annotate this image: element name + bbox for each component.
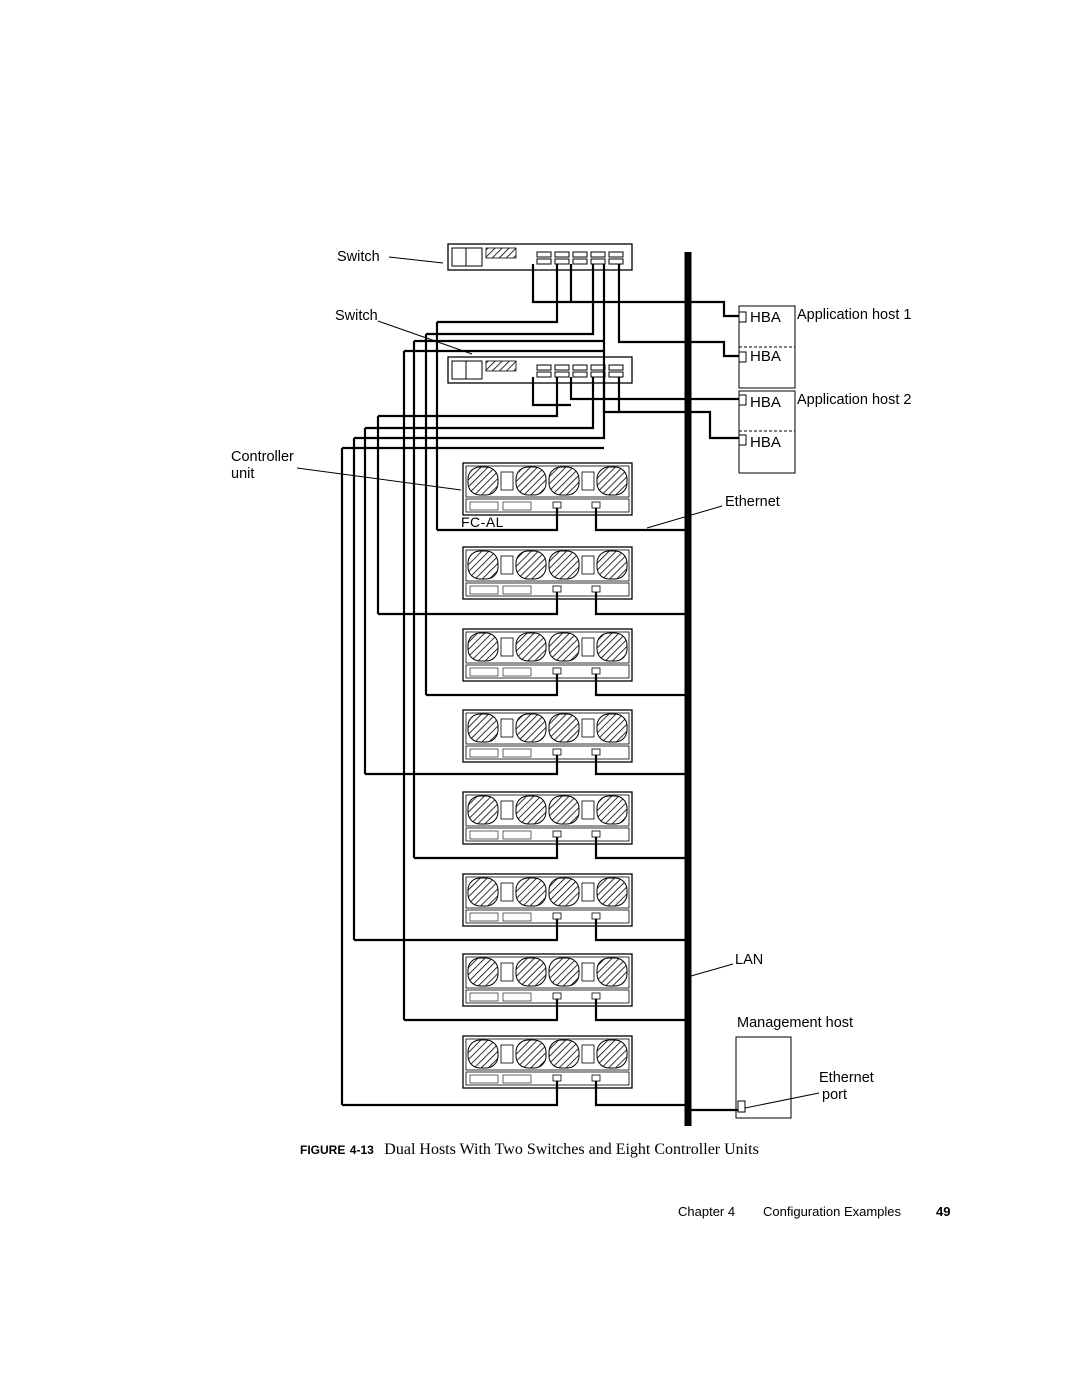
application-host-2-label: Application host 2 [797, 392, 911, 408]
controller-unit-6 [462, 873, 633, 927]
controller-unit-8 [462, 1035, 633, 1089]
hba-port-icon [738, 311, 747, 323]
controller-unit-1 [462, 462, 633, 516]
figure-caption: FIGURE 4-13 Dual Hosts With Two Switches… [300, 1141, 759, 1159]
hba-port-icon [738, 394, 747, 406]
fcal-label: FC-AL [461, 514, 504, 530]
controller-unit-2 [462, 546, 633, 600]
application-host-1 [738, 305, 796, 389]
controller-unit-7 [462, 953, 633, 1007]
controller-unit-3 [462, 628, 633, 682]
switch-2 [447, 356, 633, 384]
controller-unit-label: Controller [231, 449, 294, 465]
footer-section: Configuration Examples [763, 1204, 902, 1219]
application-host-1-label: Application host 1 [797, 307, 911, 323]
leader-lines [296, 256, 820, 1109]
hba-label: HBA [750, 394, 781, 411]
controller-unit-4 [462, 709, 633, 763]
application-host-2 [738, 390, 796, 474]
controller-unit-label-line2: unit [231, 466, 254, 482]
ethernet-label: Ethernet [725, 494, 780, 510]
switch-2-label: Switch [335, 308, 378, 324]
switch-1-label: Switch [337, 249, 380, 265]
hba-label: HBA [750, 348, 781, 365]
figure-number: 4-13 [349, 1143, 374, 1157]
ethernet-port-label: Ethernet [819, 1070, 874, 1086]
switch-1 [447, 243, 633, 271]
figure-word: FIGURE [300, 1143, 346, 1157]
management-host [688, 1036, 792, 1119]
lan-label: LAN [735, 952, 763, 968]
footer-chapter: Chapter 4 [678, 1204, 736, 1219]
figure-title: Dual Hosts With Two Switches and Eight C… [384, 1141, 759, 1158]
controller-cables [342, 508, 688, 1107]
ethernet-port-icon [737, 1100, 746, 1113]
hba-label: HBA [750, 434, 781, 451]
ethernet-port-label-line2: port [822, 1087, 847, 1103]
hba-port-icon [738, 351, 747, 363]
switch-controller-cables [340, 264, 606, 1105]
page-number: 49 [936, 1204, 951, 1219]
management-host-label: Management host [737, 1015, 853, 1031]
hba-port-icon [738, 434, 747, 446]
controller-unit-5 [462, 791, 633, 845]
hba-label: HBA [750, 309, 781, 326]
